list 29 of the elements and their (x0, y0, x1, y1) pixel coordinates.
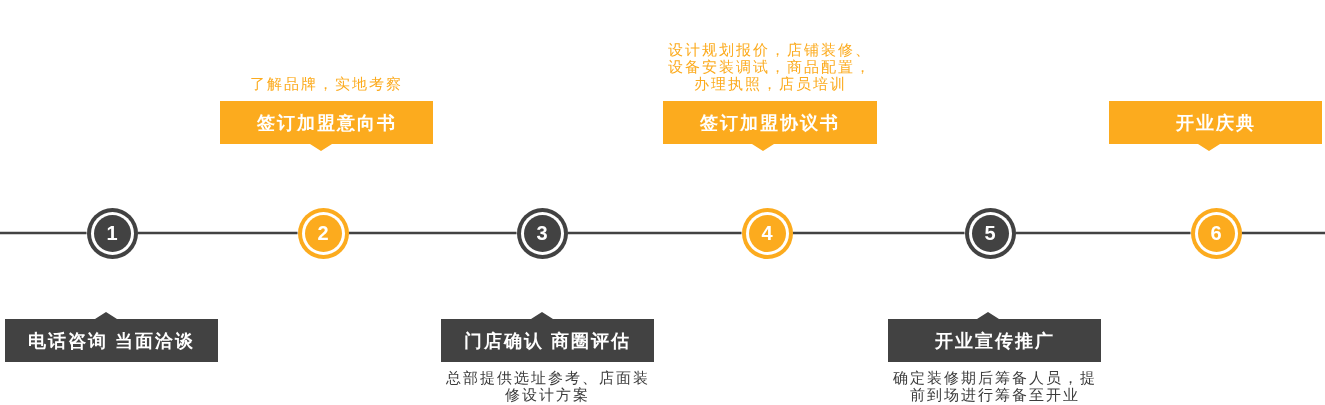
step-number: 2 (317, 223, 329, 243)
callout-box (441, 312, 654, 362)
step-title: 电话咨询 当面洽谈 (28, 331, 195, 350)
callout-box (1109, 101, 1322, 151)
timeline-line (137, 231, 298, 235)
step-title: 开业宣传推广 (934, 331, 1055, 350)
timeline-line (348, 231, 517, 235)
timeline-line (0, 231, 87, 235)
step-number: 1 (106, 223, 118, 243)
callout-box (220, 101, 433, 151)
step-title: 签订加盟意向书 (256, 113, 397, 132)
timeline-line (1015, 231, 1191, 235)
step-number: 4 (761, 223, 773, 243)
step-description: 总部提供选址参考、店面装修设计方案 (444, 369, 651, 403)
step-title: 签订加盟协议书 (700, 113, 840, 132)
step-description: 设计规划报价，店铺装修、设备安装调试，商品配置，办理执照，店员培训 (667, 41, 873, 92)
step-title: 开业庆典 (1175, 113, 1256, 132)
timeline-line (1241, 231, 1325, 235)
step-description: 了解品牌，实地考察 (250, 75, 403, 92)
step-number: 5 (984, 223, 996, 243)
callout-box (888, 312, 1101, 362)
callout-box (5, 312, 218, 362)
step-number: 3 (536, 223, 548, 243)
callout-box (663, 101, 877, 151)
timeline-line (792, 231, 965, 235)
step-description: 确定装修期后筹备人员，提前到场进行筹备至开业 (891, 369, 1098, 403)
step-title: 门店确认 商圈评估 (464, 331, 631, 350)
step-number: 6 (1210, 223, 1222, 243)
timeline-line (567, 231, 742, 235)
